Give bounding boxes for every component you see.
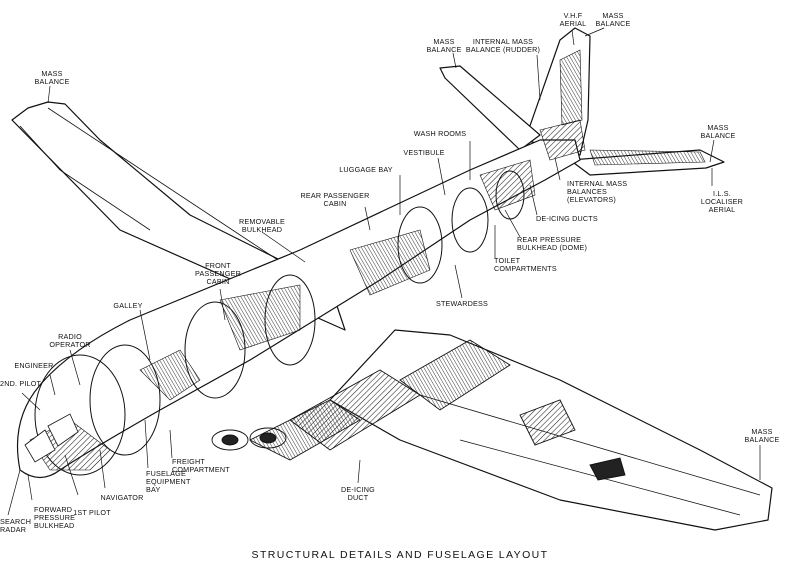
label-first-pilot: 1ST PILOT xyxy=(73,508,111,517)
label-mass-balance-right-wing: MASS BALANCE xyxy=(744,427,780,444)
label-stewardess: STEWARDESS xyxy=(435,299,489,308)
label-removable-bulkhead: REMOVABLE BULKHEAD xyxy=(238,217,286,234)
label-engineer: ENGINEER xyxy=(14,361,54,370)
label-mass-balance-fin: MASS BALANCE xyxy=(426,37,462,54)
label-de-icing-duct: DE-ICING DUCT xyxy=(341,485,375,502)
label-internal-mass-balance-rudder: INTERNAL MASS BALANCE (RUDDER) xyxy=(465,37,541,54)
label-freight-compartment: FREIGHT COMPARTMENT xyxy=(172,457,230,474)
figure-caption: STRUCTURAL DETAILS AND FUSELAGE LAYOUT xyxy=(251,549,549,561)
label-luggage-bay: LUGGAGE BAY xyxy=(339,165,393,174)
label-internal-mass-balances-elevators: INTERNAL MASS BALANCES (ELEVATORS) xyxy=(567,179,628,204)
leader-lines xyxy=(7,27,761,516)
label-rear-pressure-bulkhead: REAR PRESSURE BULKHEAD (DOME) xyxy=(517,235,588,252)
label-galley: GALLEY xyxy=(113,301,143,310)
tailplane-left xyxy=(439,65,541,151)
label-front-passenger-cabin: FRONT PASSENGER CABIN xyxy=(194,261,242,286)
label-fuselage-equipment-bay: FUSELAGE EQUIPMENT BAY xyxy=(146,469,191,494)
label-mass-balance-tailplane: MASS BALANCE xyxy=(700,123,736,140)
label-second-pilot: 2ND. PILOT xyxy=(0,379,42,388)
label-toilet-compartments: TOILET COMPARTMENTS xyxy=(494,256,557,273)
label-vhf-aerial: V.H.F AERIAL xyxy=(559,11,587,28)
label-rear-passenger-cabin: REAR PASSENGER CABIN xyxy=(300,191,370,208)
label-ils-localiser-aerial: I.L.S. LOCALISER AERIAL xyxy=(700,189,744,214)
label-vestibule: VESTIBULE xyxy=(403,148,445,157)
label-mass-balance-fin-top: MASS BALANCE xyxy=(595,11,631,28)
label-mass-balance-left-wing: MASS BALANCE xyxy=(34,69,70,86)
label-wash-rooms: WASH ROOMS xyxy=(413,129,467,138)
label-radio-operator: RADIO OPERATOR xyxy=(49,332,91,349)
label-search-radar: SEARCH RADAR xyxy=(0,517,32,534)
label-de-icing-ducts: DE-ICING DUCTS xyxy=(536,214,598,223)
label-navigator: NAVIGATOR xyxy=(100,493,144,502)
label-forward-pressure-bulkhead: FORWARD PRESSURE BULKHEAD xyxy=(34,505,76,530)
